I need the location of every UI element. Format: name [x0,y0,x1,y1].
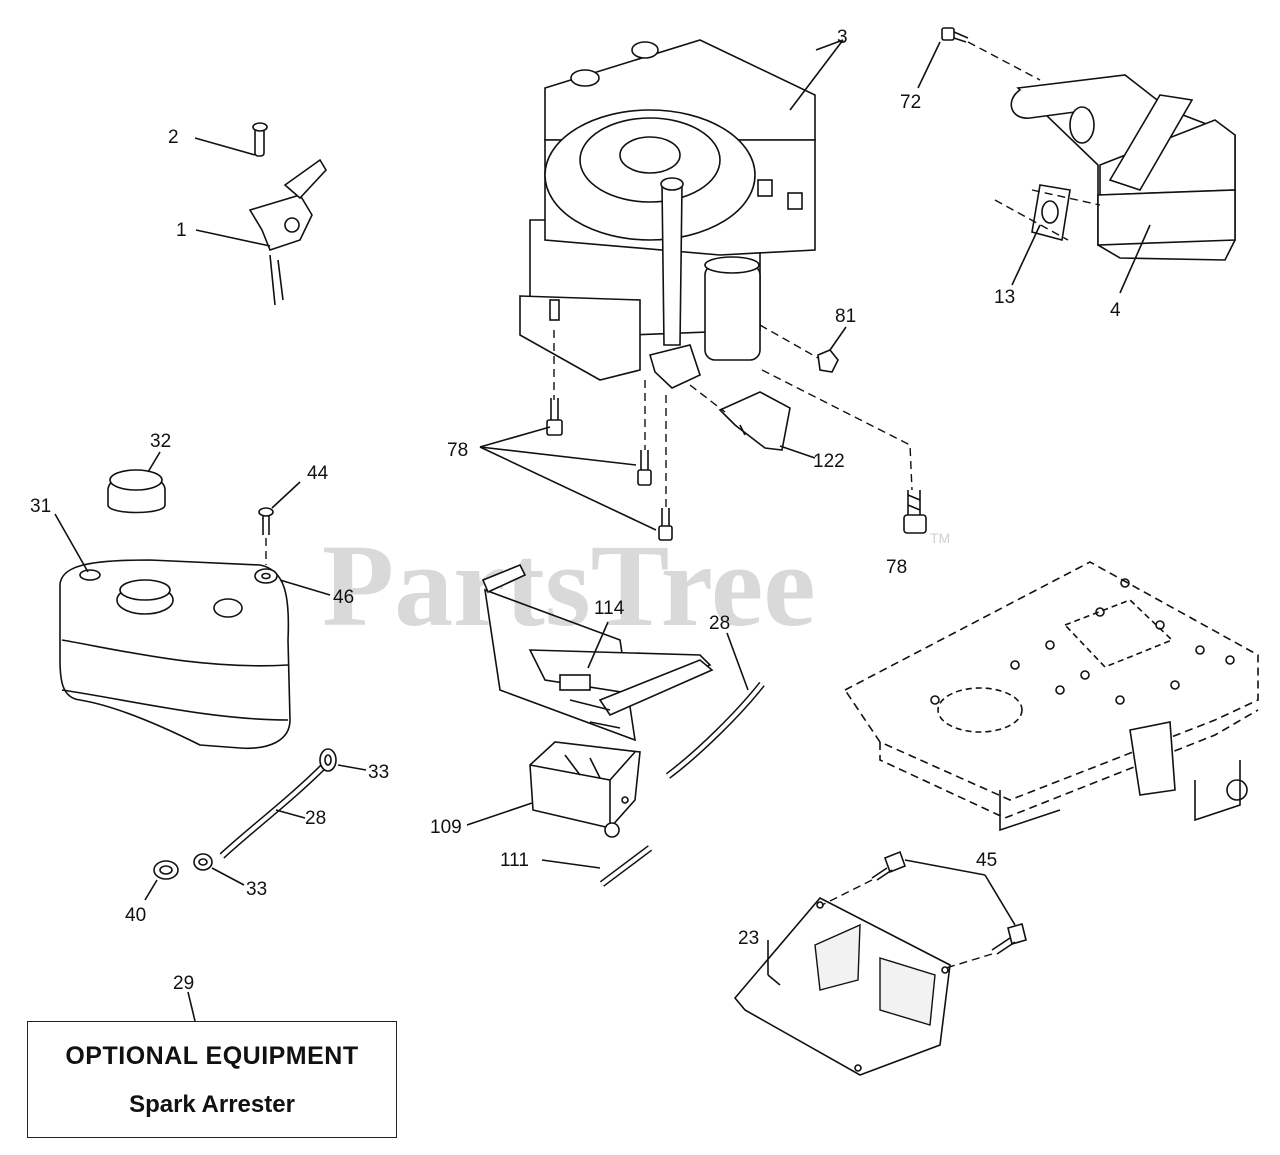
exhaust-bolt-part[interactable] [941,27,969,43]
fuel-filter-part[interactable] [529,741,641,838]
callout-2: 2 [168,127,179,148]
optional-equipment-item[interactable]: Spark Arrester [129,1091,295,1118]
engine-bolt-lower[interactable] [658,508,673,541]
fuel-tank-part[interactable] [59,559,291,750]
engine-bolt-middle[interactable] [637,450,652,486]
callout-78-right: 78 [886,557,907,578]
callout-4: 4 [1110,300,1121,321]
fuel-line-right-part[interactable] [665,681,765,779]
throttle-control-part[interactable] [248,122,327,306]
tank-washer-part[interactable] [254,568,278,584]
callout-28-right: 28 [709,613,730,634]
engine-bracket-part[interactable] [481,563,714,742]
callout-31: 31 [30,496,51,517]
callout-45: 45 [976,850,997,871]
engine-bolt-left[interactable] [546,299,563,436]
callout-3: 3 [837,27,848,48]
callout-72: 72 [900,92,921,113]
tank-grommet-part[interactable] [153,860,179,880]
tank-screw-part[interactable] [258,507,274,535]
engine-bolt-right[interactable] [903,490,927,534]
hose-clamp-lower[interactable] [193,853,213,871]
callout-114: 114 [594,598,625,619]
callout-33-upper: 33 [368,762,389,783]
callout-13: 13 [994,287,1015,308]
fuel-line-short-part[interactable] [599,845,653,887]
shield-screw-upper[interactable] [871,850,907,881]
fuel-line-left-part[interactable] [219,762,328,859]
engine-nut-part[interactable] [817,349,839,373]
shield-screw-lower[interactable] [991,923,1027,955]
callout-32: 32 [150,431,171,452]
callout-28-left: 28 [305,808,326,829]
callout-33-lower: 33 [246,879,267,900]
watermark-trademark: TM [930,530,950,546]
callout-81: 81 [835,306,856,327]
callout-40: 40 [125,905,146,926]
heat-shield-part[interactable] [718,391,791,451]
frame-shield-part[interactable] [733,896,951,1076]
engine-part[interactable] [519,39,816,389]
callout-44: 44 [307,463,329,484]
callout-23: 23 [738,928,759,949]
muffler-part[interactable] [1010,74,1236,261]
callout-78-left: 78 [447,440,468,461]
callout-46: 46 [333,587,354,608]
callout-111: 111 [500,850,529,871]
mounting-plate-part[interactable] [843,561,1259,832]
fuel-cap-part[interactable] [107,469,166,514]
watermark-text: PartsTree [322,520,816,651]
hose-clamp-upper[interactable] [319,748,337,772]
callout-109: 109 [430,817,462,838]
callout-29: 29 [173,973,194,994]
callout-122: 122 [813,451,845,472]
optional-equipment-title: OPTIONAL EQUIPMENT [65,1042,359,1070]
optional-equipment-box: OPTIONAL EQUIPMENT Spark Arrester [27,1021,397,1138]
callout-1: 1 [176,220,187,241]
